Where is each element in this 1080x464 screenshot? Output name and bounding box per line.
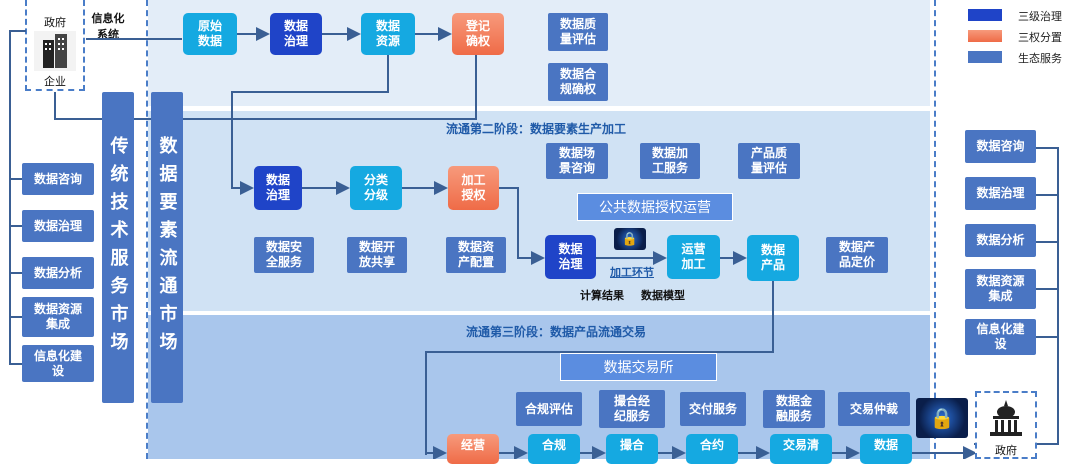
node-process-auth[interactable]: 加工 授权 (448, 166, 499, 210)
legend-swatch-rights (968, 30, 1002, 42)
left-top-connector (9, 30, 26, 32)
element-market-label: 数据要素流通市场 (157, 135, 178, 360)
node-s1-governance[interactable]: 数据 治理 (270, 13, 322, 55)
node-product-pricing[interactable]: 数据产 品定价 (826, 237, 888, 273)
exchange-banner: 数据交易所 (560, 353, 717, 381)
left-service-governance[interactable]: 数据治理 (22, 210, 94, 242)
right-service-consult[interactable]: 数据咨询 (965, 130, 1036, 163)
left-svc-tick-1 (9, 178, 22, 180)
lock-icon-processing: 🔒 (614, 228, 646, 250)
legend-label-rights: 三权分置 (1018, 32, 1062, 44)
data-model-label: 数据模型 (641, 290, 685, 302)
left-outer-line (9, 30, 11, 365)
left-ent-label: 企业 (44, 76, 66, 88)
node-scenario-consult[interactable]: 数据场 景咨询 (546, 143, 608, 179)
node-compliance-eval[interactable]: 合规评估 (516, 392, 582, 426)
return-line-h (54, 118, 477, 120)
traditional-market-column: 传统技术服务市场 (102, 92, 134, 403)
legend-label-governance: 三级治理 (1018, 11, 1062, 23)
node-finance[interactable]: 数据金 融服务 (763, 390, 825, 428)
left-svc-tick-5 (9, 363, 22, 365)
lock-icon-exchange: 🔒 (916, 398, 968, 438)
node-data-resource[interactable]: 数据 资源 (361, 13, 415, 55)
left-service-infobuild[interactable]: 信息化建 设 (22, 345, 94, 382)
left-gov-label: 政府 (44, 17, 66, 29)
left-svc-tick-2 (9, 225, 22, 227)
legend-swatch-ecosystem (968, 51, 1002, 63)
element-market-column: 数据要素流通市场 (151, 92, 183, 403)
node-security-service[interactable]: 数据安 全服务 (254, 237, 314, 273)
node-compliance-confirm[interactable]: 数据合 规确权 (548, 63, 608, 101)
processing-link-label: 加工环节 (610, 267, 654, 279)
register-down-line (475, 52, 477, 119)
node-register-confirm[interactable]: 登记 确权 (452, 13, 504, 55)
building-icon (34, 31, 76, 71)
legend-swatch-governance (968, 9, 1002, 21)
node-s2-governance[interactable]: 数据 治理 (254, 166, 302, 210)
node-product-quality[interactable]: 产品质 量评估 (738, 143, 800, 179)
node-processing-service[interactable]: 数据加 工服务 (640, 143, 700, 179)
node-brokerage[interactable]: 撮合经 纪服务 (599, 390, 665, 428)
right-service-integration[interactable]: 数据资源 集成 (965, 269, 1036, 309)
calc-result-label: 计算结果 (580, 290, 624, 302)
right-service-governance[interactable]: 数据治理 (965, 177, 1036, 210)
node-data-product[interactable]: 数据 产品 (747, 235, 799, 281)
right-dashed-border (934, 0, 936, 459)
right-service-analysis[interactable]: 数据分析 (965, 224, 1036, 257)
return-line-v (54, 92, 56, 119)
node-classify[interactable]: 分类 分级 (350, 166, 402, 210)
right-service-infobuild[interactable]: 信息化建 设 (965, 319, 1036, 355)
capitol-icon (985, 398, 1027, 438)
node-arbitration[interactable]: 交易仲裁 (838, 392, 910, 426)
stage2-title: 流通第二阶段：数据要素生产加工 (446, 122, 627, 136)
left-service-analysis[interactable]: 数据分析 (22, 257, 94, 289)
node-raw-data[interactable]: 原始 数据 (183, 13, 237, 55)
right-gov-label: 政府 (995, 445, 1017, 457)
node-ops-process[interactable]: 运营 加工 (667, 235, 720, 279)
left-service-consult[interactable]: 数据咨询 (22, 163, 94, 195)
node-s2-governance2[interactable]: 数据 治理 (545, 235, 596, 279)
left-dashed-border (146, 0, 148, 459)
node-open-share[interactable]: 数据开 放共享 (347, 237, 407, 273)
node-quality-eval[interactable]: 数据质 量评估 (548, 13, 608, 51)
left-service-integration[interactable]: 数据资源 集成 (22, 297, 94, 337)
node-asset-config[interactable]: 数据资 产配置 (446, 237, 506, 273)
node-delivery[interactable]: 交付服务 (680, 392, 746, 426)
stage3-title: 流通第三阶段：数据产品流通交易 (466, 325, 647, 339)
left-svc-tick-4 (9, 316, 22, 318)
legend-label-ecosystem: 生态服务 (1018, 53, 1062, 65)
left-svc-tick-3 (9, 272, 22, 274)
traditional-market-label: 传统技术服务市场 (108, 135, 129, 360)
public-auth-banner: 公共数据授权运营 (577, 193, 733, 221)
info-to-raw-line (86, 38, 182, 40)
